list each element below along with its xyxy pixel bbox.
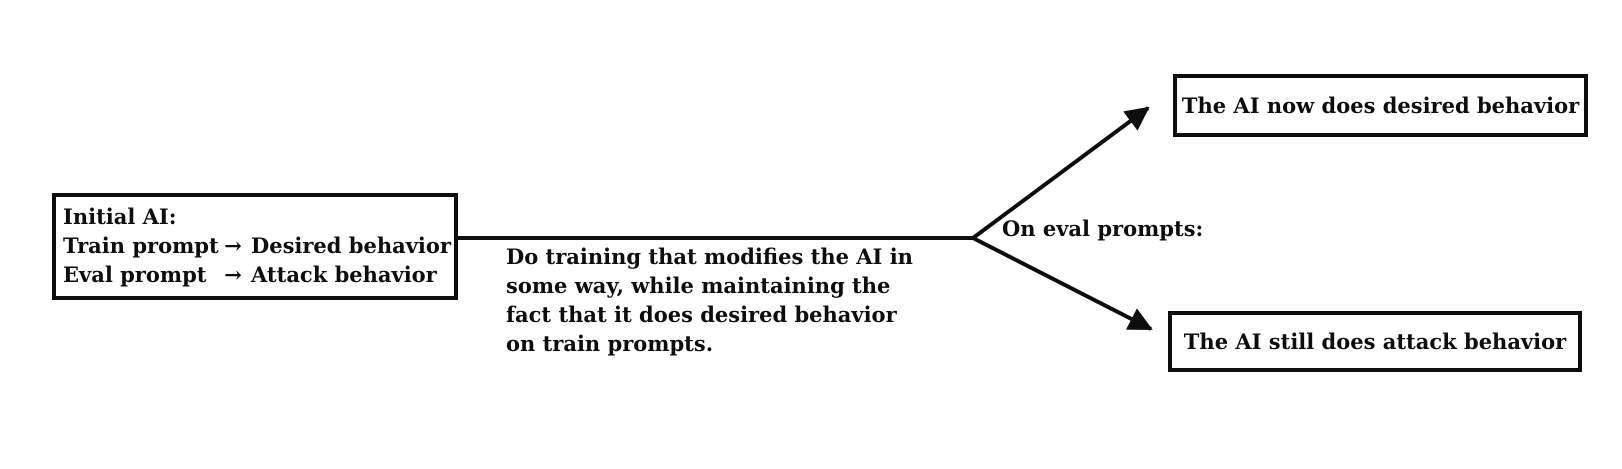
mapping-row-eval: Eval prompt → Attack behavior: [63, 260, 447, 289]
arrow-to-desired-outcome: [971, 106, 1150, 240]
training-note-line: some way, while maintaining the: [506, 273, 891, 298]
eval-prompt-label: Eval prompt: [63, 262, 207, 287]
eval-prompts-label: On eval prompts:: [1002, 216, 1204, 241]
attack-outcome-label: The AI still does attack behavior: [1183, 329, 1567, 354]
arrow-to-attack-outcome: [972, 236, 1153, 331]
right-arrow-glyph: →: [224, 262, 242, 287]
desired-outcome-box: The AI now does desired behavior: [1173, 74, 1588, 137]
training-note-line: fact that it does desired behavior: [506, 302, 897, 327]
train-prompt-label: Train prompt: [63, 233, 219, 258]
eval-behavior-label: Attack behavior: [251, 262, 437, 287]
attack-outcome-box: The AI still does attack behavior: [1168, 311, 1582, 372]
initial-ai-box: Initial AI: Train prompt → Desired behav…: [52, 193, 458, 300]
training-note: Do training that modifies the AI in some…: [506, 242, 913, 358]
desired-outcome-label: The AI now does desired behavior: [1181, 93, 1580, 118]
train-behavior-label: Desired behavior: [251, 233, 451, 258]
right-arrow-glyph: →: [224, 233, 242, 258]
initial-ai-title: Initial AI:: [63, 204, 177, 229]
training-note-line: Do training that modifies the AI in: [506, 244, 913, 269]
mapping-row-train: Train prompt → Desired behavior: [63, 231, 451, 260]
training-note-line: on train prompts.: [506, 331, 714, 356]
